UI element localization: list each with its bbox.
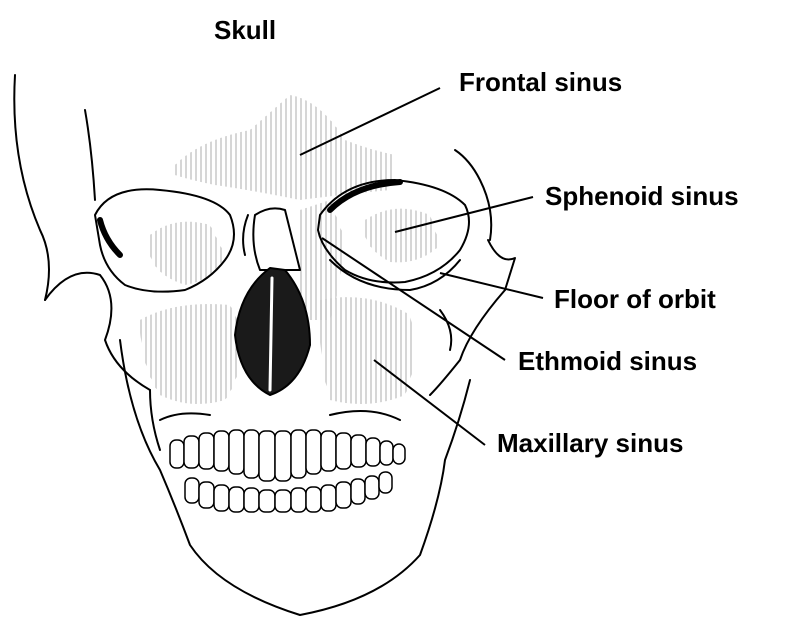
maxillary-sinus-right-area	[320, 297, 414, 404]
tooth	[336, 482, 351, 508]
tooth	[244, 430, 259, 478]
zygomatic-right-inner	[440, 310, 451, 350]
tooth	[321, 485, 336, 511]
temporal-right	[488, 240, 515, 290]
nasal-bridge-left	[243, 215, 248, 255]
tooth	[229, 430, 244, 474]
ramus-left	[150, 390, 160, 450]
tooth	[184, 436, 199, 468]
leader-maxillary	[374, 360, 485, 445]
tooth	[275, 490, 291, 512]
tooth	[199, 482, 214, 508]
tooth	[365, 476, 379, 499]
tooth	[185, 478, 199, 503]
tooth	[259, 431, 275, 481]
label-maxillary-sinus: Maxillary sinus	[497, 430, 683, 456]
diagram-title: Skull	[214, 17, 276, 43]
tooth	[199, 433, 214, 469]
tooth	[351, 435, 366, 467]
tooth	[259, 490, 275, 512]
tooth	[229, 487, 244, 512]
tooth	[214, 485, 229, 511]
tooth	[366, 438, 380, 466]
label-sphenoid-sinus: Sphenoid sinus	[545, 183, 739, 209]
teeth	[170, 430, 405, 512]
label-frontal-sinus: Frontal sinus	[459, 69, 622, 95]
tooth	[351, 479, 365, 504]
label-ethmoid-sinus: Ethmoid sinus	[518, 348, 697, 374]
tooth	[291, 430, 306, 478]
zygomatic-right	[430, 290, 505, 395]
maxilla-line-right	[330, 411, 400, 420]
tooth	[244, 488, 259, 512]
tooth	[306, 430, 321, 474]
nasal-septum	[270, 278, 272, 390]
sphenoid-sinus-area	[365, 209, 440, 263]
zygomatic-left	[45, 273, 150, 390]
ethmoid-sinus-left-area	[150, 222, 225, 285]
tooth	[170, 440, 184, 468]
maxillary-sinus-left-area	[140, 304, 245, 404]
tooth	[393, 444, 405, 464]
tooth	[321, 431, 336, 471]
tooth	[336, 433, 351, 469]
nasal-bone	[253, 208, 300, 270]
tooth	[379, 472, 392, 493]
cranium-right-edge	[455, 150, 491, 240]
label-floor-of-orbit: Floor of orbit	[554, 286, 716, 312]
tooth	[291, 488, 306, 512]
maxilla-line-left	[160, 413, 210, 420]
tooth	[214, 431, 229, 471]
cranium-left-edge	[14, 75, 49, 300]
tooth	[306, 487, 321, 512]
tooth	[275, 431, 291, 481]
orbit-left-rim	[100, 220, 120, 255]
leader-floor	[440, 273, 543, 298]
cranium-inner-left	[85, 110, 95, 200]
tooth	[380, 441, 393, 465]
